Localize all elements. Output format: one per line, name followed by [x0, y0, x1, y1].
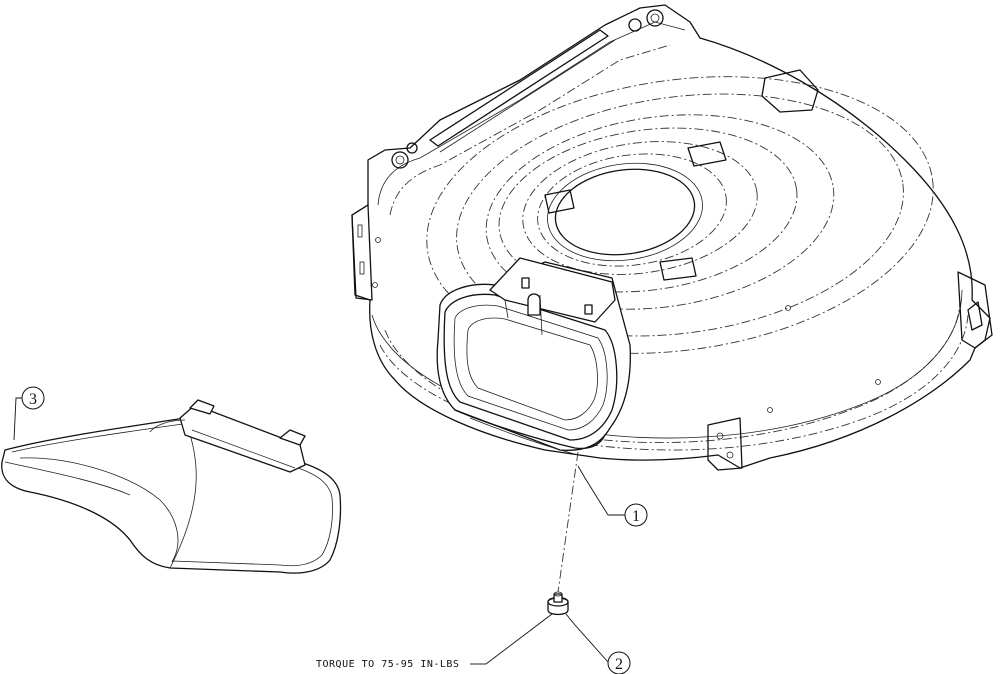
assembly-centerline: [557, 451, 579, 593]
callout-1: 1: [624, 503, 648, 527]
callout-2: 2: [607, 651, 631, 674]
discharge-opening-part-1: [436, 257, 631, 456]
chute-deflector-part-3: [1, 399, 342, 574]
bolt-part-2: [547, 591, 569, 616]
callout-3-number: 3: [29, 391, 37, 408]
callout-1-number: 1: [632, 508, 640, 525]
leader-1: [577, 465, 609, 516]
callout-2-number: 2: [615, 656, 623, 673]
torque-leader: [485, 613, 553, 665]
callout-3: 3: [21, 386, 45, 410]
leader-3: [13, 397, 22, 441]
leader-2: [565, 613, 609, 663]
torque-note: TORQUE TO 75-95 IN-LBS: [316, 659, 459, 670]
mower-deck-housing: [351, 4, 993, 471]
